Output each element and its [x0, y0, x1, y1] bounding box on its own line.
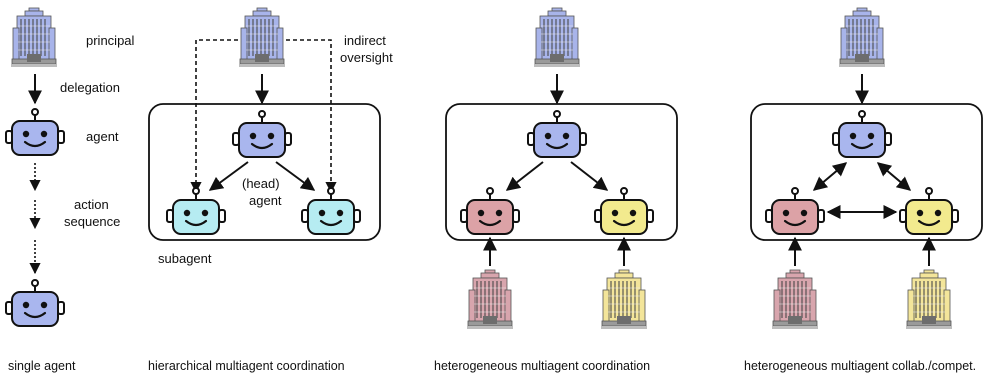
- robot-icon: [4, 107, 66, 157]
- subagent-robot-icon: [165, 186, 227, 236]
- panel-heterogeneous-coordination: heterogeneous multiagent coordination: [434, 7, 678, 373]
- central-right-bidir-arrow: [876, 162, 912, 191]
- caption-hierarchical: hierarchical multiagent coordination: [148, 359, 345, 373]
- agent-system-box: [445, 103, 678, 241]
- caption-single-agent: single agent: [8, 359, 76, 373]
- caption-collab-compet: heterogeneous multiagent collab./compet.: [744, 359, 976, 373]
- pink-agent-robot-icon: [764, 186, 826, 236]
- subagent-robot-icon: [300, 186, 362, 236]
- principal-label: principal: [86, 33, 135, 48]
- oversight-arrow-right: [286, 39, 337, 194]
- action-label: action: [74, 197, 109, 212]
- yellow-principal-building-icon: [905, 269, 953, 330]
- subagent-label: subagent: [158, 251, 212, 266]
- pink-principal-building-icon: [466, 269, 514, 330]
- principal-building-icon: [238, 7, 286, 68]
- head-label: (head): [242, 176, 280, 191]
- head-agent-label: agent: [249, 193, 282, 208]
- yellow-agent-robot-icon: [898, 186, 960, 236]
- panel-collab-compet: heterogeneous multiagent collab./compet.: [744, 7, 983, 373]
- panel-hierarchical: indirect oversight (head) agent subagent…: [148, 7, 393, 373]
- head-to-subagent-left-arrow: [208, 161, 249, 191]
- agent-system-box: [750, 103, 983, 241]
- principal-building-icon: [838, 7, 886, 68]
- pink-agent-robot-icon: [459, 186, 521, 236]
- caption-heterogeneous-coordination: heterogeneous multiagent coordination: [434, 359, 650, 373]
- panel-single-agent: principal delegation agent action sequen…: [4, 7, 135, 373]
- head-agent-robot-icon: [231, 109, 293, 159]
- head-to-subagent-right-arrow: [275, 161, 316, 191]
- central-robot-icon: [831, 109, 893, 159]
- indirect-label: indirect: [344, 33, 386, 48]
- yellow-agent-robot-icon: [593, 186, 655, 236]
- agent-label: agent: [86, 129, 119, 144]
- coordinator-to-right-arrow: [570, 161, 609, 191]
- sequence-label: sequence: [64, 214, 120, 229]
- yellow-principal-building-icon: [600, 269, 648, 330]
- coordinator-to-left-arrow: [505, 161, 544, 191]
- pink-principal-building-icon: [771, 269, 819, 330]
- oversight-label: oversight: [340, 50, 393, 65]
- delegation-label: delegation: [60, 80, 120, 95]
- principal-building-icon: [533, 7, 581, 68]
- central-left-bidir-arrow: [812, 162, 848, 191]
- robot-icon: [4, 278, 66, 328]
- oversight-arrow-left: [190, 39, 238, 194]
- principal-building-icon: [10, 7, 58, 68]
- coordinator-robot-icon: [526, 109, 588, 159]
